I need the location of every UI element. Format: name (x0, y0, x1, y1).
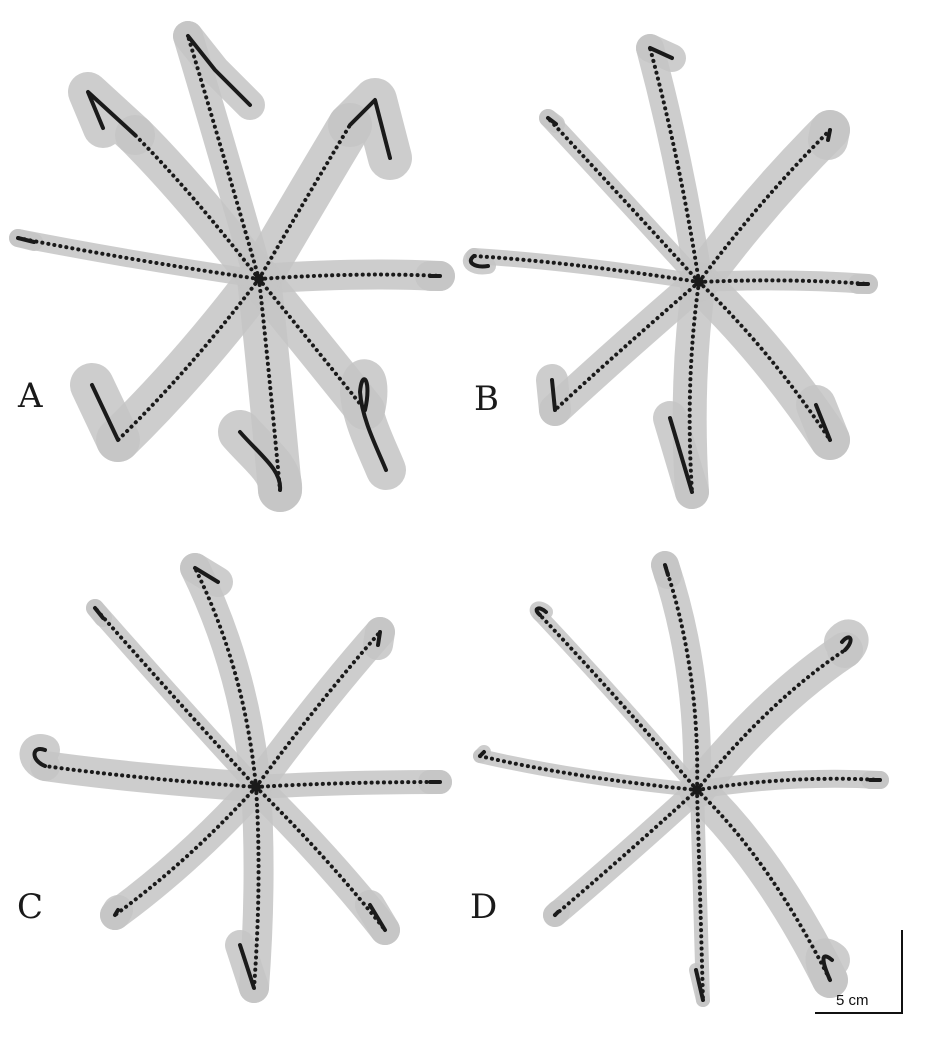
d-northwest-trajectory (538, 613, 699, 792)
c-southwest-variance-band (100, 772, 271, 930)
b-southeast-trajectory (697, 280, 832, 442)
a-northwest-trajectory (133, 133, 261, 281)
b-south-end-hook (668, 416, 694, 494)
a-southeast-end-hook (358, 377, 388, 472)
b-west-variance-band (466, 248, 707, 290)
panel-a-trajectories (9, 21, 455, 512)
d-southeast-end-hook (821, 954, 834, 982)
panel-label-b: B (474, 379, 499, 419)
c-south-end-hook (238, 943, 256, 990)
b-southwest-trajectory (553, 280, 701, 412)
a-northeast-end-hook (348, 98, 392, 160)
a-north-end-hook (186, 34, 252, 107)
d-south-trajectory (695, 788, 705, 1002)
a-southwest-end-hook (90, 383, 120, 442)
c-east-variance-band (244, 770, 452, 799)
a-southeast-trajectory (257, 277, 367, 412)
d-north-trajectory (663, 563, 700, 792)
panel-a-center-point (254, 274, 264, 284)
a-south-end-hook (238, 430, 283, 492)
panel-d-trajectories (473, 551, 889, 1007)
b-north-end-hook (648, 46, 674, 60)
c-north-end-hook (193, 566, 220, 584)
b-west-end-hook (468, 254, 490, 269)
b-northwest-trajectory (546, 116, 701, 284)
c-southeast-trajectory (254, 785, 387, 932)
a-northeast-trajectory (257, 123, 352, 281)
c-west-trajectory (43, 764, 258, 789)
b-west-trajectory (472, 254, 701, 284)
d-southeast-trajectory (695, 788, 832, 982)
c-northwest-end-hook (93, 606, 105, 620)
c-west-end-hook (32, 747, 47, 768)
a-southwest-trajectory (116, 277, 261, 442)
panel-label-a: A (17, 376, 43, 416)
b-southwest-end-hook (550, 378, 557, 412)
d-east-trajectory (695, 776, 882, 792)
d-southwest-end-hook (553, 910, 560, 917)
b-south-trajectory (687, 280, 701, 494)
a-north-trajectory (186, 34, 261, 281)
panel-label-c: C (17, 887, 43, 927)
scale-bar: 5 cm (815, 930, 903, 1014)
d-west-trajectory (478, 754, 699, 792)
c-southwest-end-hook (113, 908, 120, 917)
panel-c-center-point (251, 782, 261, 792)
c-north-trajectory (193, 566, 258, 789)
d-southwest-trajectory (553, 788, 699, 917)
b-northeast-trajectory (697, 128, 832, 284)
b-north-trajectory (648, 46, 701, 284)
d-northeast-end-hook (840, 635, 853, 652)
b-northwest-end-hook (546, 116, 558, 126)
b-northeast-end-hook (826, 128, 832, 142)
c-northeast-end-hook (376, 630, 382, 647)
panel-b-center-point (694, 277, 704, 287)
c-south-trajectory (252, 785, 261, 990)
c-southwest-trajectory (113, 785, 258, 917)
c-northeast-trajectory (254, 630, 382, 789)
panel-label-d: D (470, 887, 497, 927)
panel-b-trajectories (462, 34, 878, 509)
d-west-end-hook (478, 750, 486, 758)
d-south-end-hook (694, 968, 705, 1002)
d-northeast-trajectory (695, 648, 847, 792)
panel-d-center-point (692, 785, 702, 795)
d-north-end-hook (663, 563, 670, 577)
scale-bar-label: 5 cm (836, 992, 869, 1009)
a-east-trajectory (257, 272, 442, 281)
c-northwest-trajectory (93, 606, 258, 789)
a-west-end-hook (16, 236, 36, 244)
c-southeast-end-hook (368, 903, 387, 932)
d-northeast-variance-band (679, 632, 863, 808)
panel-c-trajectories (19, 553, 452, 1003)
a-northwest-end-hook (86, 90, 137, 137)
a-west-trajectory (16, 236, 261, 281)
d-northwest-end-hook (534, 606, 548, 617)
b-southeast-end-hook (814, 403, 832, 442)
